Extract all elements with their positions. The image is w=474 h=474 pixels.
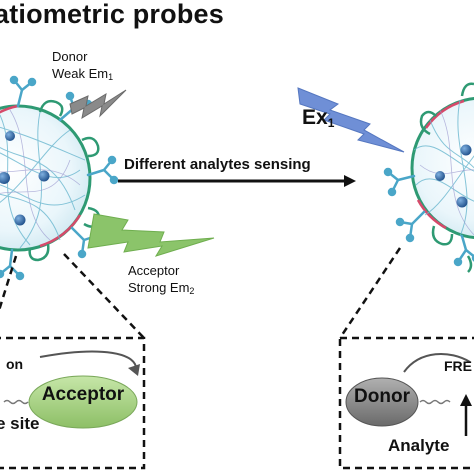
donor-label: Donor Weak Em1 — [52, 48, 113, 86]
fret-label: FRE — [444, 358, 472, 374]
acceptor-emission-bolt — [87, 213, 215, 257]
acceptor-label-line2: Strong Em2 — [128, 280, 195, 296]
analyte-label: Analyte — [388, 436, 450, 455]
energy-transfer-arrowhead — [128, 364, 140, 376]
zoom-line-left-a — [0, 255, 18, 312]
inset-left-site-text: e site — [0, 414, 40, 433]
donor-ellipse-label: Donor — [354, 386, 410, 407]
donor-label-line2: Weak Em1 — [52, 66, 114, 82]
analyte-arrow — [460, 394, 472, 436]
right-linker — [419, 399, 451, 405]
left-linker — [3, 399, 29, 405]
zoom-line-left-b — [63, 253, 145, 339]
acceptor-ellipse-label: Acceptor — [41, 384, 125, 405]
zoom-line-right — [338, 247, 402, 339]
donor-label-line1: Donor — [52, 49, 88, 64]
inset-left-on-text: on — [6, 356, 24, 372]
left-inset-box — [0, 336, 146, 470]
right-inset-box — [338, 336, 474, 470]
sensing-arrow-label: Different analytes sensing — [124, 156, 311, 173]
acceptor-ellipse — [28, 375, 138, 429]
right-nanoparticle — [383, 82, 474, 273]
fret-curve — [403, 352, 471, 373]
excitation-label: Ex1 — [302, 106, 335, 130]
donor-ellipse — [345, 377, 419, 427]
donor-emission-bolt — [69, 89, 127, 120]
energy-transfer-curve — [39, 350, 138, 373]
acceptor-label-line1: Acceptor — [128, 263, 180, 278]
acceptor-label: Acceptor Strong Em2 — [128, 262, 194, 300]
sensing-arrow — [118, 175, 356, 187]
figure-title: atiometric probes — [0, 0, 224, 29]
excitation-bolt — [297, 87, 405, 153]
left-nanoparticle — [0, 75, 119, 281]
